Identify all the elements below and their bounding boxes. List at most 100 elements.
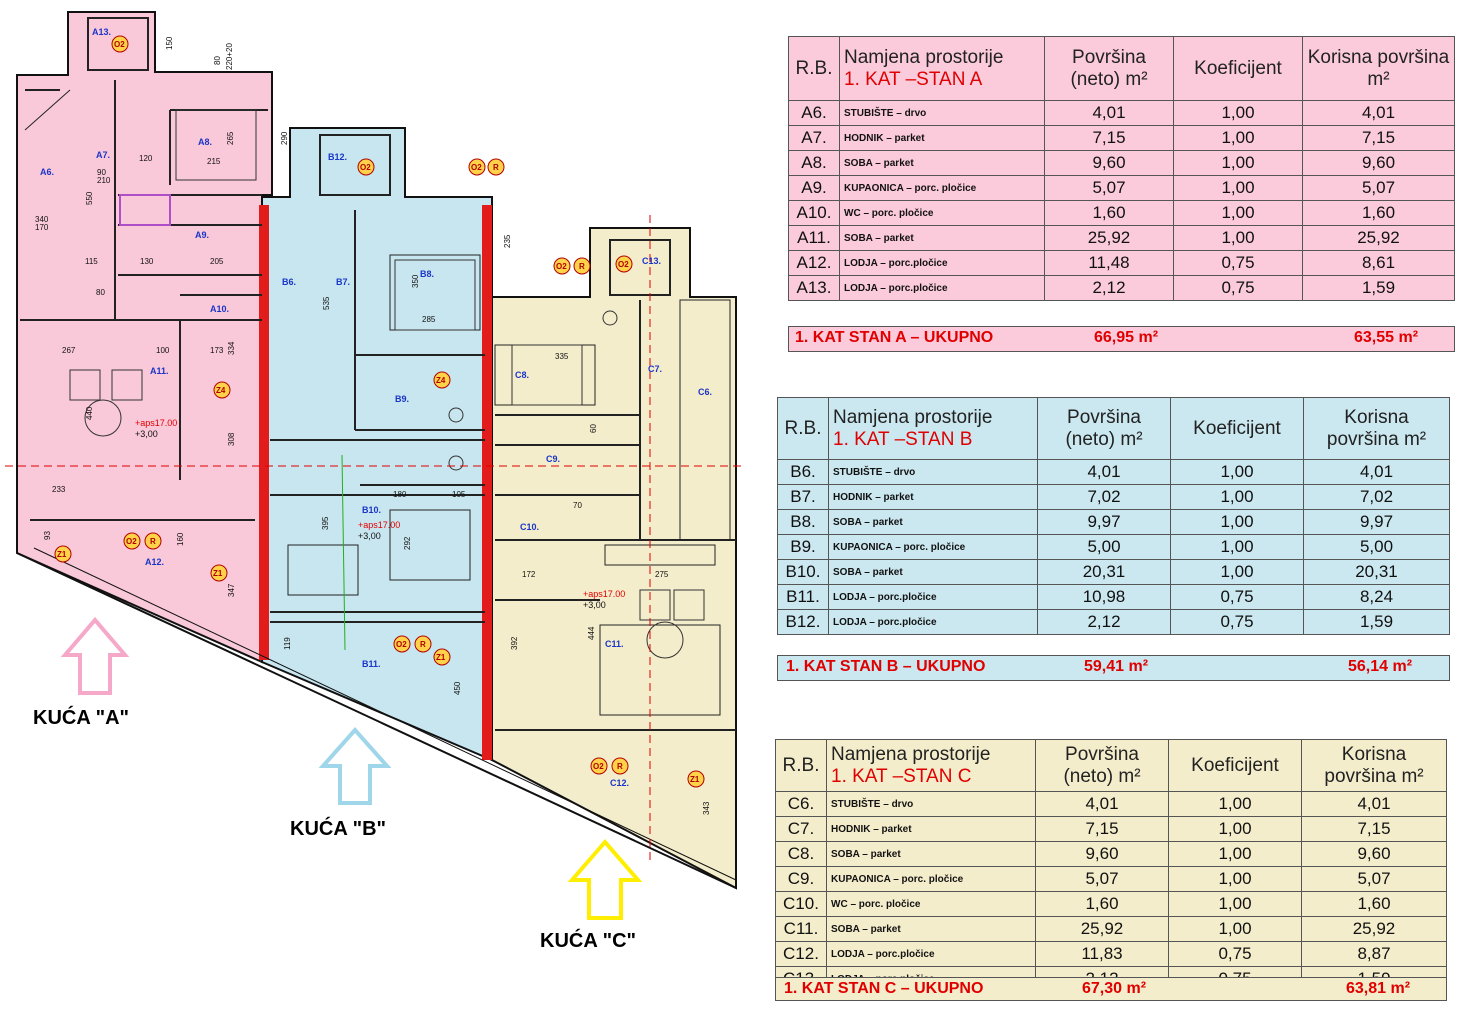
room-label-b6: B6. (282, 277, 296, 287)
dimension-label: 440 (85, 406, 94, 420)
svg-text:O2: O2 (360, 163, 371, 172)
svg-text:Z1: Z1 (57, 550, 67, 559)
elevation-mark-c: +aps17.00 (583, 589, 625, 599)
apartment-title: 1. KAT –STAN C (831, 765, 972, 787)
room-label-c13: C13. (642, 256, 661, 266)
dimension-label: 80 (96, 288, 105, 297)
dimension-label: 130 (140, 257, 154, 266)
svg-text:O2: O2 (618, 260, 629, 269)
room-label-b10: B10. (362, 505, 381, 515)
header-area: Površina (neto) m² (1037, 397, 1171, 460)
header-rb: R.B. (775, 739, 827, 792)
dimension-label: 292 (403, 536, 412, 550)
room-label-a12: A12. (145, 557, 164, 567)
room-label-b8: B8. (420, 269, 434, 279)
symbol-o2-marker: O2 (553, 257, 571, 275)
dimension-label: 172 (522, 570, 536, 579)
room-label-c6: C6. (698, 387, 712, 397)
symbol-o2-marker: O2 (357, 158, 375, 176)
room-label-b12: B12. (328, 152, 347, 162)
dimension-label: 115 (85, 257, 98, 266)
symbol-z4-marker: Z4 (213, 381, 231, 399)
svg-text:Z1: Z1 (213, 569, 223, 578)
house-b-arrow (318, 726, 392, 805)
dimension-label: 180 (393, 490, 407, 499)
svg-text:O2: O2 (114, 40, 125, 49)
dimension-label: 290 (280, 131, 289, 145)
dimension-label: 444 (587, 626, 596, 640)
symbol-r-marker: R (144, 532, 162, 550)
wall-b-c-top (482, 205, 492, 295)
dimension-label: 90 (97, 168, 106, 177)
symbol-z1-marker: Z1 (687, 770, 705, 788)
total-area: 66,95 m² (1094, 329, 1159, 346)
dimension-label: 235 (503, 234, 512, 248)
header-coef: Koeficijent (1170, 397, 1304, 460)
dimension-label: 173 (210, 346, 224, 355)
room-label-a7: A7. (96, 150, 110, 160)
room-label-a6: A6. (40, 167, 54, 177)
dimension-label: 265 (226, 131, 235, 145)
house-c-label: KUĆA "C" (540, 930, 636, 952)
dimension-label: 334 (227, 341, 236, 355)
header-useful: Korisna površina m² (1301, 739, 1447, 792)
total-label: 1. KAT STAN B – UKUPNO (786, 658, 986, 675)
symbol-r-marker: R (414, 635, 432, 653)
total-useful: 63,55 m² (1354, 329, 1419, 346)
dimension-label: 160 (176, 532, 185, 546)
svg-text:Z1: Z1 (436, 653, 446, 662)
floor-plan: A13. A8. A7. A6. A9. A10. A11. A12. B12.… (5, 11, 745, 920)
total-row-b: 1. KAT STAN B – UKUPNO 59,41 m² 56,14 m² (777, 655, 1450, 681)
symbol-o2-marker: O2 (615, 255, 633, 273)
svg-text:Z4: Z4 (216, 386, 226, 395)
symbol-markers: O2 O2 R Z1 Z1 Z4 O2 O2 R Z4 O2 R Z1 O2 R… (54, 35, 705, 788)
dimension-label: 267 (62, 346, 76, 355)
house-b-area (261, 127, 493, 762)
dimension-label: 150 (165, 36, 174, 50)
dimension-label: 347 (227, 583, 236, 597)
total-label: 1. KAT STAN A – UKUPNO (795, 329, 994, 346)
dimension-label: 220+20 (225, 43, 234, 70)
symbol-z1-marker: Z1 (210, 564, 228, 582)
svg-text:O2: O2 (556, 262, 567, 271)
room-label-c9: C9. (546, 454, 560, 464)
room-label-a9: A9. (195, 230, 209, 240)
total-row-c: 1. KAT STAN C – UKUPNO 67,30 m² 63,81 m² (775, 977, 1447, 1001)
dimension-label: 395 (321, 516, 330, 530)
svg-text:O2: O2 (126, 537, 137, 546)
room-label-a8: A8. (198, 137, 212, 147)
dimension-label: 535 (322, 296, 331, 310)
room-label-b7: B7. (336, 277, 350, 287)
symbol-o2-marker: O2 (590, 757, 608, 775)
header-area: Površina (neto) m² (1035, 739, 1169, 792)
header-coef: Koeficijent (1168, 739, 1302, 792)
symbol-o2-marker: O2 (393, 635, 411, 653)
header-rb: R.B. (777, 397, 829, 460)
svg-text:R: R (617, 762, 623, 771)
dimension-label: 285 (422, 315, 436, 324)
symbol-z4-marker: Z4 (433, 371, 451, 389)
dimension-label: 205 (210, 257, 224, 266)
svg-text:R: R (493, 163, 499, 172)
svg-text:O2: O2 (396, 640, 407, 649)
svg-text:R: R (579, 262, 585, 271)
total-area: 59,41 m² (1084, 658, 1149, 675)
svg-text:Z4: Z4 (436, 376, 446, 385)
elevation-mark-b: +aps17.00 (358, 520, 400, 530)
elevation-value-b: +3,00 (358, 531, 381, 541)
elevation-value-a: +3,00 (135, 429, 158, 439)
room-label-c10: C10. (520, 522, 539, 532)
dimension-label: 233 (52, 485, 66, 494)
